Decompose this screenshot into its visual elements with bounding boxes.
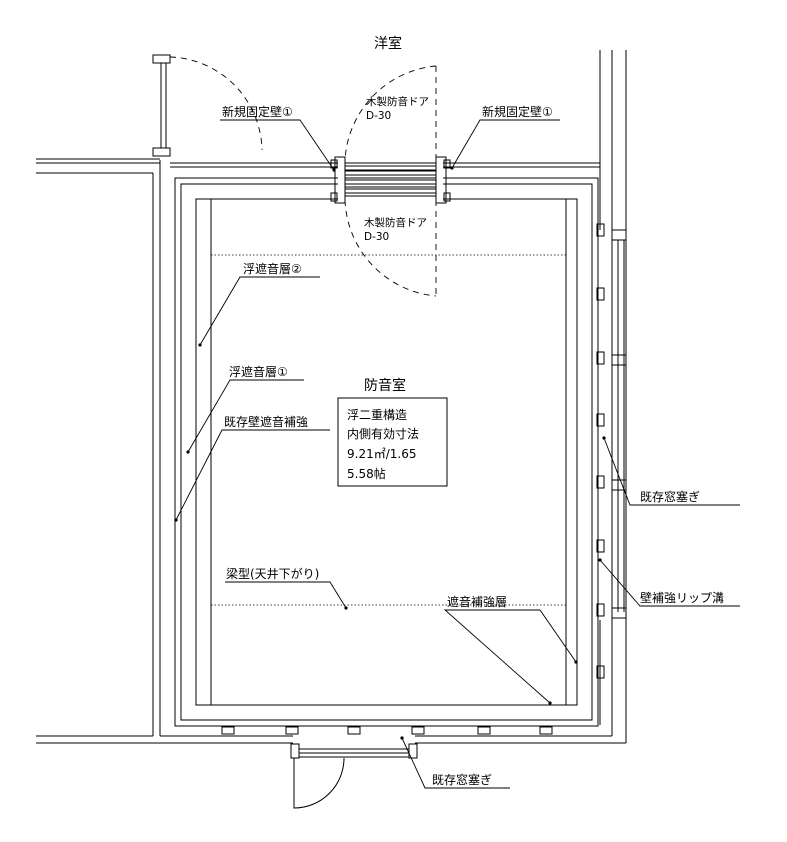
floating-layer-1-label: 浮遮音層① bbox=[229, 364, 288, 379]
info-line-2: 内側有効寸法 bbox=[347, 426, 419, 441]
wood-door-top-grade: D-30 bbox=[366, 110, 391, 122]
wall-lip-channel-label: 壁補強リップ溝 bbox=[640, 590, 724, 605]
info-line-3: 9.21㎡/1.65 bbox=[347, 447, 416, 461]
new-fixed-wall-left-label: 新規固定壁① bbox=[222, 104, 293, 119]
existing-door-swing-top-left bbox=[169, 56, 263, 151]
western-room-label: 洋室 bbox=[374, 35, 402, 52]
beam-label: 梁型(天井下がり) bbox=[226, 566, 319, 581]
new-fixed-wall-right-label: 新規固定壁① bbox=[482, 104, 553, 119]
info-box bbox=[337, 397, 448, 487]
bottom-door-swing bbox=[293, 757, 345, 809]
right-window-block bbox=[596, 223, 627, 679]
sound-door-top[interactable] bbox=[330, 156, 451, 204]
door-swing-lower bbox=[344, 199, 437, 297]
leader-dots bbox=[174, 166, 606, 740]
info-line-1: 浮二重構造 bbox=[347, 408, 407, 422]
wood-door-top-name: 木製防音ドア bbox=[366, 95, 429, 108]
leader-lines bbox=[175, 119, 740, 789]
existing-window-right-label: 既存窓塞ぎ bbox=[640, 489, 700, 504]
existing-wall-reinforce-label: 既存壁遮音補強 bbox=[224, 414, 308, 429]
door-swing-upper bbox=[344, 65, 437, 161]
soundproof-room-label: 防音室 bbox=[364, 377, 406, 394]
floating-layer-2-label: 浮遮音層② bbox=[243, 261, 302, 276]
sound-reinforce-layer-label: 遮音補強層 bbox=[447, 594, 507, 609]
existing-walls bbox=[36, 50, 627, 744]
info-line-4: 5.58帖 bbox=[347, 466, 386, 481]
existing-window-bottom-label: 既存窓塞ぎ bbox=[432, 772, 492, 787]
wood-door-bottom-grade: D-30 bbox=[364, 231, 389, 243]
wood-door-bottom-name: 木製防音ドア bbox=[364, 216, 427, 229]
bottom-window-block bbox=[221, 726, 553, 759]
